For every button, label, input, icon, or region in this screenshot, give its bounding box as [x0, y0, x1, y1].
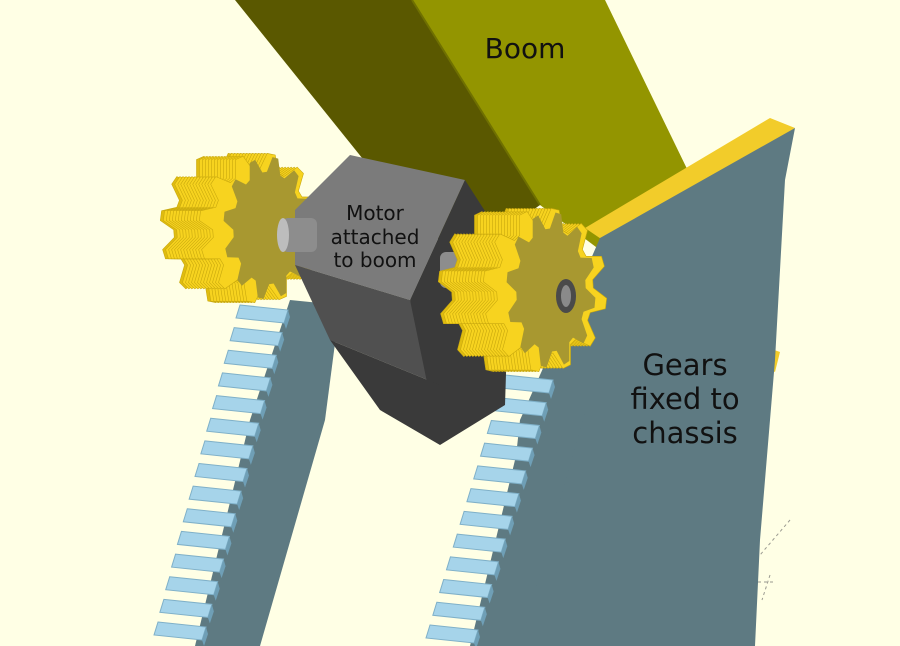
left-rack-teeth	[153, 304, 290, 646]
rack-tooth-side	[237, 491, 244, 511]
rack-tooth-side	[284, 310, 290, 329]
rack-tooth-side	[225, 536, 232, 556]
rack-tooth-side	[494, 561, 501, 581]
rack-tooth-side	[213, 581, 220, 601]
rack-tooth-side	[501, 539, 508, 559]
rack-tooth-side	[207, 604, 214, 624]
rack-tooth-side	[260, 400, 267, 420]
rack-tooth-side	[254, 423, 261, 443]
rack-tooth-side	[487, 584, 494, 604]
rack-tooth-side	[528, 448, 535, 468]
rack-tooth-side	[202, 627, 208, 646]
rack-tooth-side	[549, 380, 555, 399]
left-gear-rack	[153, 300, 340, 646]
rack-tooth-side	[243, 468, 249, 488]
rack-tooth-side	[508, 516, 515, 536]
boom-label: Boom	[484, 32, 566, 65]
rack-tooth-side	[278, 332, 285, 352]
right-rack-teeth	[425, 374, 555, 646]
gears-label: Gears fixed to chassis	[630, 348, 740, 451]
rack-tooth-side	[248, 445, 255, 465]
rack-tooth-side	[535, 425, 542, 445]
rack-tooth-side	[474, 630, 480, 646]
motor-label: Motor attached to boom	[330, 201, 420, 273]
rack-tooth-side	[521, 470, 528, 490]
gear-face	[506, 212, 596, 368]
right-gear-rack	[425, 360, 600, 646]
rack-tooth-side	[231, 513, 238, 533]
rack-tooth-side	[514, 493, 521, 513]
rack-tooth-side	[272, 355, 279, 375]
chassis-plate	[495, 118, 795, 646]
left-pinion-gear	[159, 153, 324, 303]
rack-tooth-side	[480, 607, 487, 627]
axis-markings	[758, 519, 791, 601]
rack-tooth-side	[266, 377, 273, 397]
gear-hub	[556, 279, 576, 313]
rack-tooth-side	[542, 402, 549, 422]
gear-face	[223, 157, 313, 299]
rack-tooth-side	[219, 559, 226, 579]
right-pinion-gear	[437, 208, 608, 372]
